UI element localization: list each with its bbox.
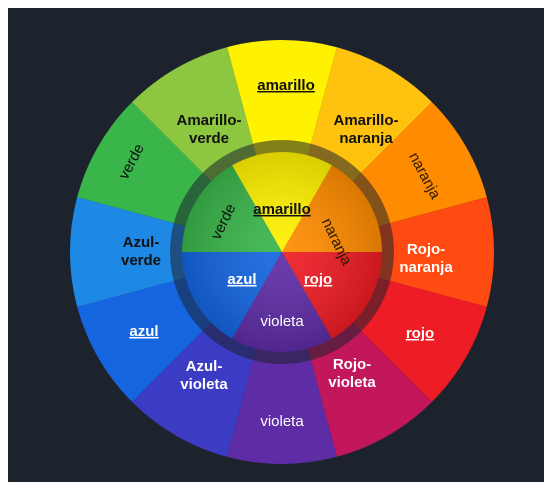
outer-label-rojo: rojo: [406, 325, 434, 342]
outer-label-violeta: violeta: [260, 413, 304, 430]
outer-label-amarillo: amarillo: [257, 77, 315, 94]
outer-label-azul-violeta: Azul-violeta: [180, 358, 228, 393]
inner-label-amarillo: amarillo: [253, 201, 311, 218]
inner-label-rojo: rojo: [304, 271, 332, 288]
inner-label-azul: azul: [227, 271, 256, 288]
outer-label-azul: azul: [129, 323, 158, 340]
outer-label-azul-verde: Azul-verde: [121, 234, 161, 269]
inner-label-violeta: violeta: [260, 313, 304, 330]
outer-label-rojo-violeta: Rojo-violeta: [328, 356, 376, 391]
outer-label-amarillo-naranja: Amarillo-naranja: [333, 112, 398, 147]
